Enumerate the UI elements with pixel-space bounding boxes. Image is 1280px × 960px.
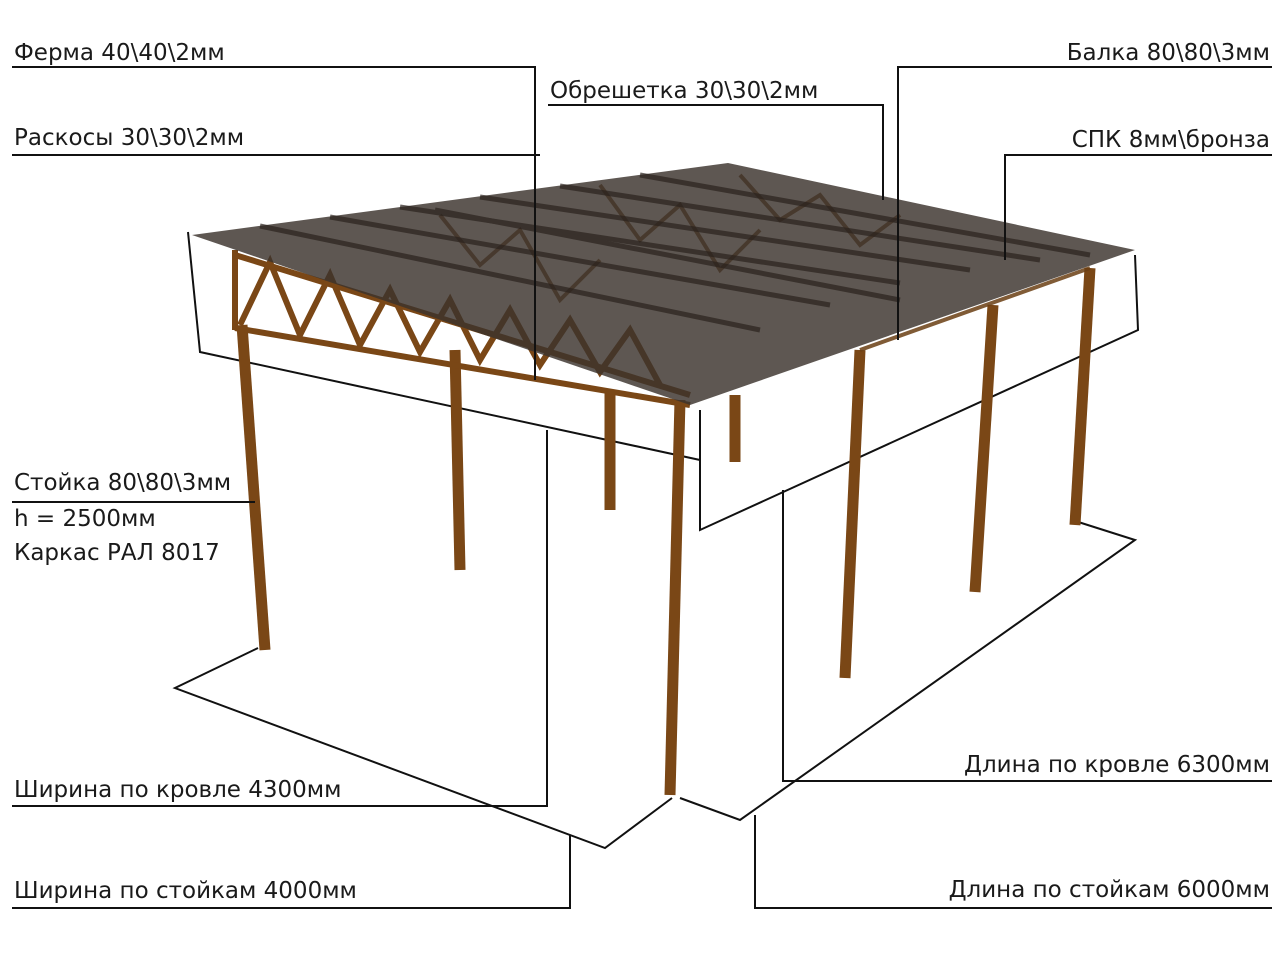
braces-label: Раскосы 30\30\2мм [14,125,245,151]
post-label: Стойка 80\80\3мм [14,470,232,496]
leader-lines [12,66,1272,909]
roof-width-label: Ширина по кровле 4300мм [14,777,342,803]
height-label: h = 2500мм [14,506,156,532]
truss-label: Ферма 40\40\2мм [14,40,225,66]
dimension-outlines [172,231,1140,850]
lathing-label: Обрешетка 30\30\2мм [550,78,819,104]
posts [236,267,1096,796]
frame-color-label: Каркас РАЛ 8017 [14,540,220,566]
post-length-label: Длина по стойкам 6000мм [948,877,1270,903]
post-width-label: Ширина по стойкам 4000мм [14,878,357,904]
beam-label: Балка 80\80\3мм [1066,40,1270,66]
roof-length-label: Длина по кровле 6300мм [964,752,1270,778]
polycarbonate-label: СПК 8мм\бронза [1071,127,1270,153]
roof-lathing [259,172,1091,333]
